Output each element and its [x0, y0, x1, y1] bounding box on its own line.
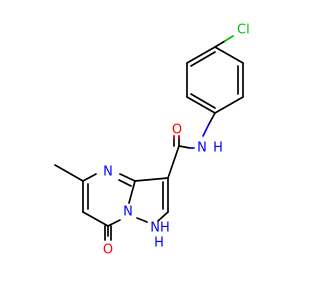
bond-benzene-3 [214, 96, 244, 114]
bond-benzene-1 [214, 46, 244, 64]
bond-c6-c7 [82, 211, 109, 227]
pyrazole-nh-label: NH [150, 221, 170, 236]
bond-lines [54, 40, 244, 237]
bond-c-cl-upper [224, 35, 234, 42]
bond-n8-n1 [136, 217, 148, 223]
molecule-structure-diagram: Cl N H O N N NH H O [54, 23, 250, 258]
bridgehead-nitrogen-label: N [123, 205, 133, 220]
amide-nitrogen-label: N [197, 141, 207, 156]
ring-oxygen-label: O [103, 243, 113, 258]
bond-c3a-n8 [128, 180, 136, 204]
bond-c3-c3a [134, 177, 169, 182]
bond-aryl-n-blue [202, 123, 210, 137]
bond-c5-methyl [54, 164, 84, 182]
bond-n1-c2 [157, 211, 169, 222]
bond-aryl-n [208, 112, 216, 125]
hetero-bond-segments [104, 35, 234, 241]
amide-hydrogen-label: H [213, 141, 223, 156]
bond-c-cl-lower [214, 40, 226, 48]
pyrimidine-nitrogen-label: N [103, 165, 113, 180]
bond-n4-c5 [82, 173, 97, 182]
bond-c3a-n4-inner [118, 179, 132, 187]
bond-benzene-6 [186, 46, 216, 64]
bond-c7-n8 [107, 219, 121, 227]
pyrazole-h-label: H [154, 236, 164, 251]
carbonyl-oxygen-label: O [172, 123, 182, 138]
bond-carbonyl-c3 [167, 145, 180, 179]
bond-benzene-6-inner [190, 51, 216, 67]
chlorine-label: Cl [237, 23, 250, 38]
bond-benzene-4-inner [190, 93, 216, 109]
bond-c3a-n4 [119, 173, 136, 182]
bond-n-carbonyl [178, 145, 191, 149]
bond-benzene-4 [186, 96, 216, 114]
